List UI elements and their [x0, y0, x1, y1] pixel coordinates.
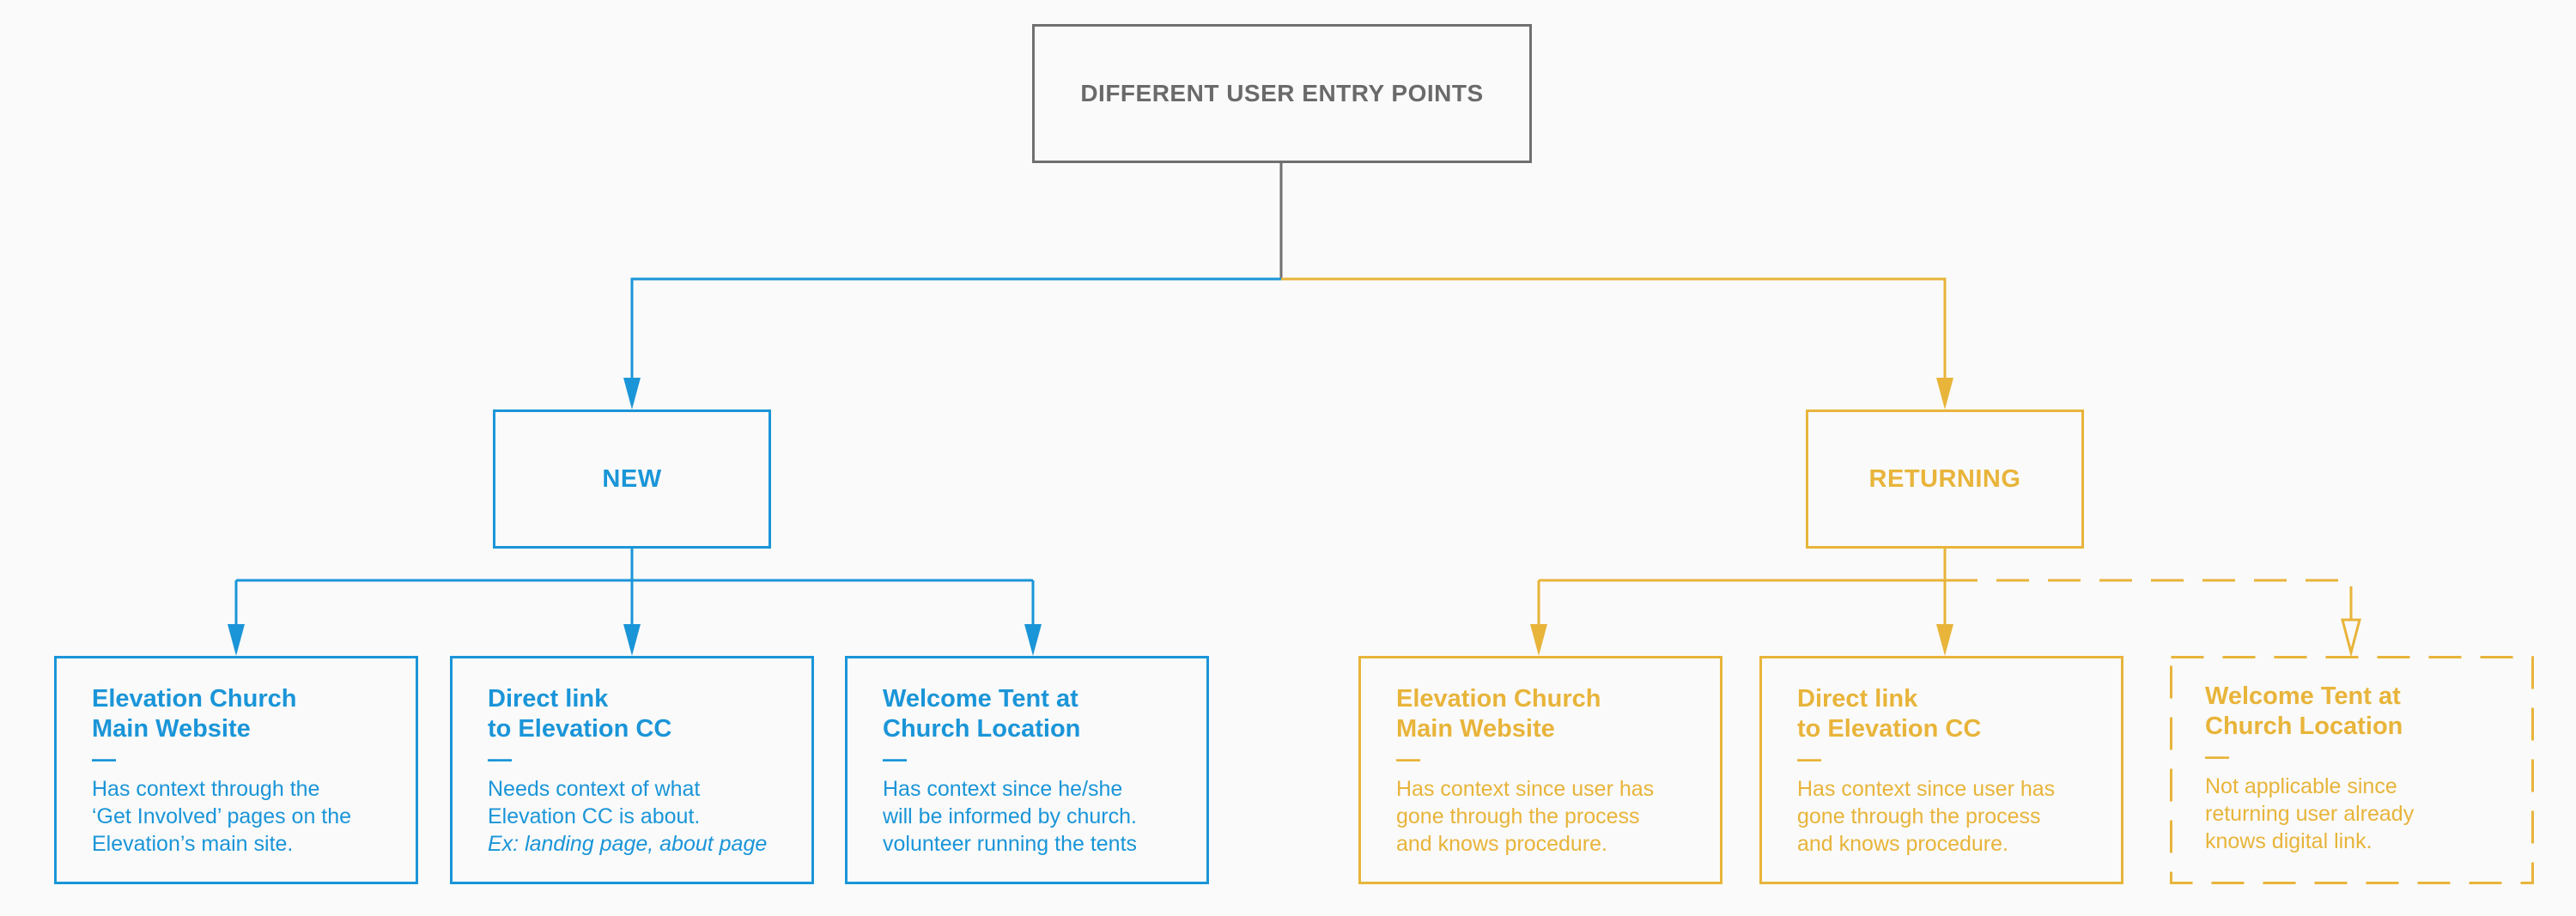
- leaf-description: Has context since user has gone through …: [1797, 777, 2056, 856]
- leaf-description: Not applicable since returning user alre…: [2205, 774, 2415, 853]
- ret-leaf3-open-arrowhead: [2341, 618, 2361, 658]
- returning-main-website-node: Elevation Church Main Website — Has cont…: [1358, 656, 1722, 884]
- leaf-title: Welcome Tent at Church Location: [2205, 682, 2403, 740]
- returning-branch-connector: [1537, 549, 1947, 634]
- leaf-separator: —: [1797, 745, 1821, 772]
- new-main-website-node: Elevation Church Main Website — Has cont…: [54, 656, 418, 884]
- leaf-title: Welcome Tent at Church Location: [883, 685, 1081, 743]
- leaf-title: Direct link to Elevation CC: [488, 685, 672, 743]
- category-returning: RETURNING: [1806, 409, 2084, 549]
- leaf-title: Elevation Church Main Website: [92, 685, 297, 743]
- root-node: DIFFERENT USER ENTRY POINTS: [1032, 24, 1532, 163]
- new-leaf3-arrowhead: [1024, 624, 1042, 656]
- leaf-description: Has context through the ‘Get Involved’ p…: [92, 777, 352, 856]
- returning-arrowhead: [1936, 378, 1953, 409]
- leaf-title: Direct link to Elevation CC: [1797, 685, 1982, 743]
- leaf-description: Has context since user has gone through …: [1396, 777, 1655, 856]
- leaf-description: Needs context of what Elevation CC is ab…: [488, 777, 701, 828]
- category-returning-title: RETURNING: [1868, 464, 2021, 493]
- ret-dashed-connector: [1945, 579, 2353, 620]
- root-title: DIFFERENT USER ENTRY POINTS: [1080, 80, 1484, 106]
- new-arrowhead: [623, 378, 641, 409]
- ret-leaf1-arrowhead: [1530, 624, 1547, 656]
- leaf-separator: —: [1396, 745, 1420, 772]
- category-new-title: NEW: [602, 464, 662, 493]
- root-to-new-connector: [630, 277, 1281, 386]
- new-leaf2-arrowhead: [623, 624, 641, 656]
- returning-welcome-tent-node: Welcome Tent at Church Location — Not ap…: [2170, 656, 2534, 884]
- leaf-title: Elevation Church Main Website: [1396, 685, 1601, 743]
- root-to-returning-connector: [1281, 277, 1947, 386]
- new-welcome-tent-node: Welcome Tent at Church Location — Has co…: [845, 656, 1209, 884]
- leaf-separator: —: [488, 745, 512, 772]
- ret-leaf2-arrowhead: [1936, 624, 1953, 656]
- leaf-separator: —: [883, 745, 907, 772]
- new-branch-connector: [234, 549, 1035, 634]
- returning-direct-link-node: Direct link to Elevation CC — Has contex…: [1759, 656, 2123, 884]
- leaf-example: Ex: landing page, about page: [488, 832, 768, 856]
- new-direct-link-node: Direct link to Elevation CC — Needs cont…: [450, 656, 814, 884]
- new-leaf1-arrowhead: [228, 624, 245, 656]
- leaf-description: Has context since he/she will be informe…: [883, 777, 1138, 856]
- category-new: NEW: [493, 409, 771, 549]
- leaf-separator: —: [92, 745, 116, 772]
- ret-leaf3-dashed-border: [2170, 656, 2534, 884]
- leaf-separator: —: [2205, 743, 2229, 769]
